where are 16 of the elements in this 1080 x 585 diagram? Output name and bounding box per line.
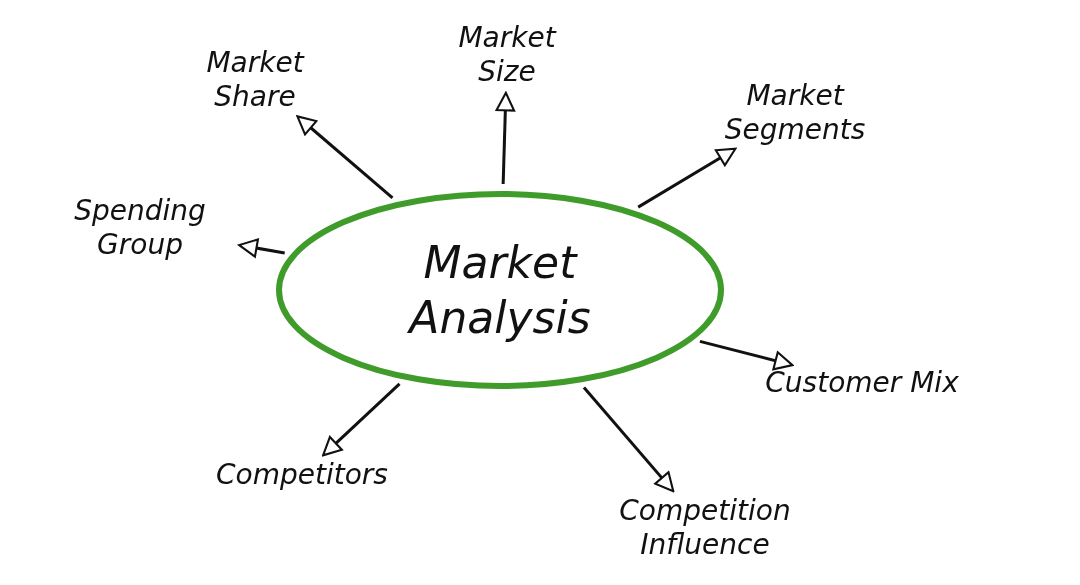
node-label: Customer Mix bbox=[765, 366, 959, 400]
node-label: Spending Group bbox=[45, 194, 235, 262]
node-label: Competition Influence bbox=[585, 494, 825, 562]
node-label: Market Share bbox=[180, 46, 330, 114]
arrow bbox=[238, 238, 285, 258]
node-label: Market Analysis bbox=[406, 236, 592, 345]
arrow bbox=[582, 386, 675, 493]
ellipse-node bbox=[275, 190, 725, 390]
arrow bbox=[637, 147, 737, 209]
node-label: Market Size bbox=[437, 21, 577, 89]
node-label: Competitors bbox=[216, 458, 388, 492]
node-label: Market Segments bbox=[700, 79, 890, 147]
arrow bbox=[322, 382, 401, 457]
arrow bbox=[495, 91, 516, 185]
arrow bbox=[296, 115, 394, 199]
arrow bbox=[699, 339, 794, 371]
